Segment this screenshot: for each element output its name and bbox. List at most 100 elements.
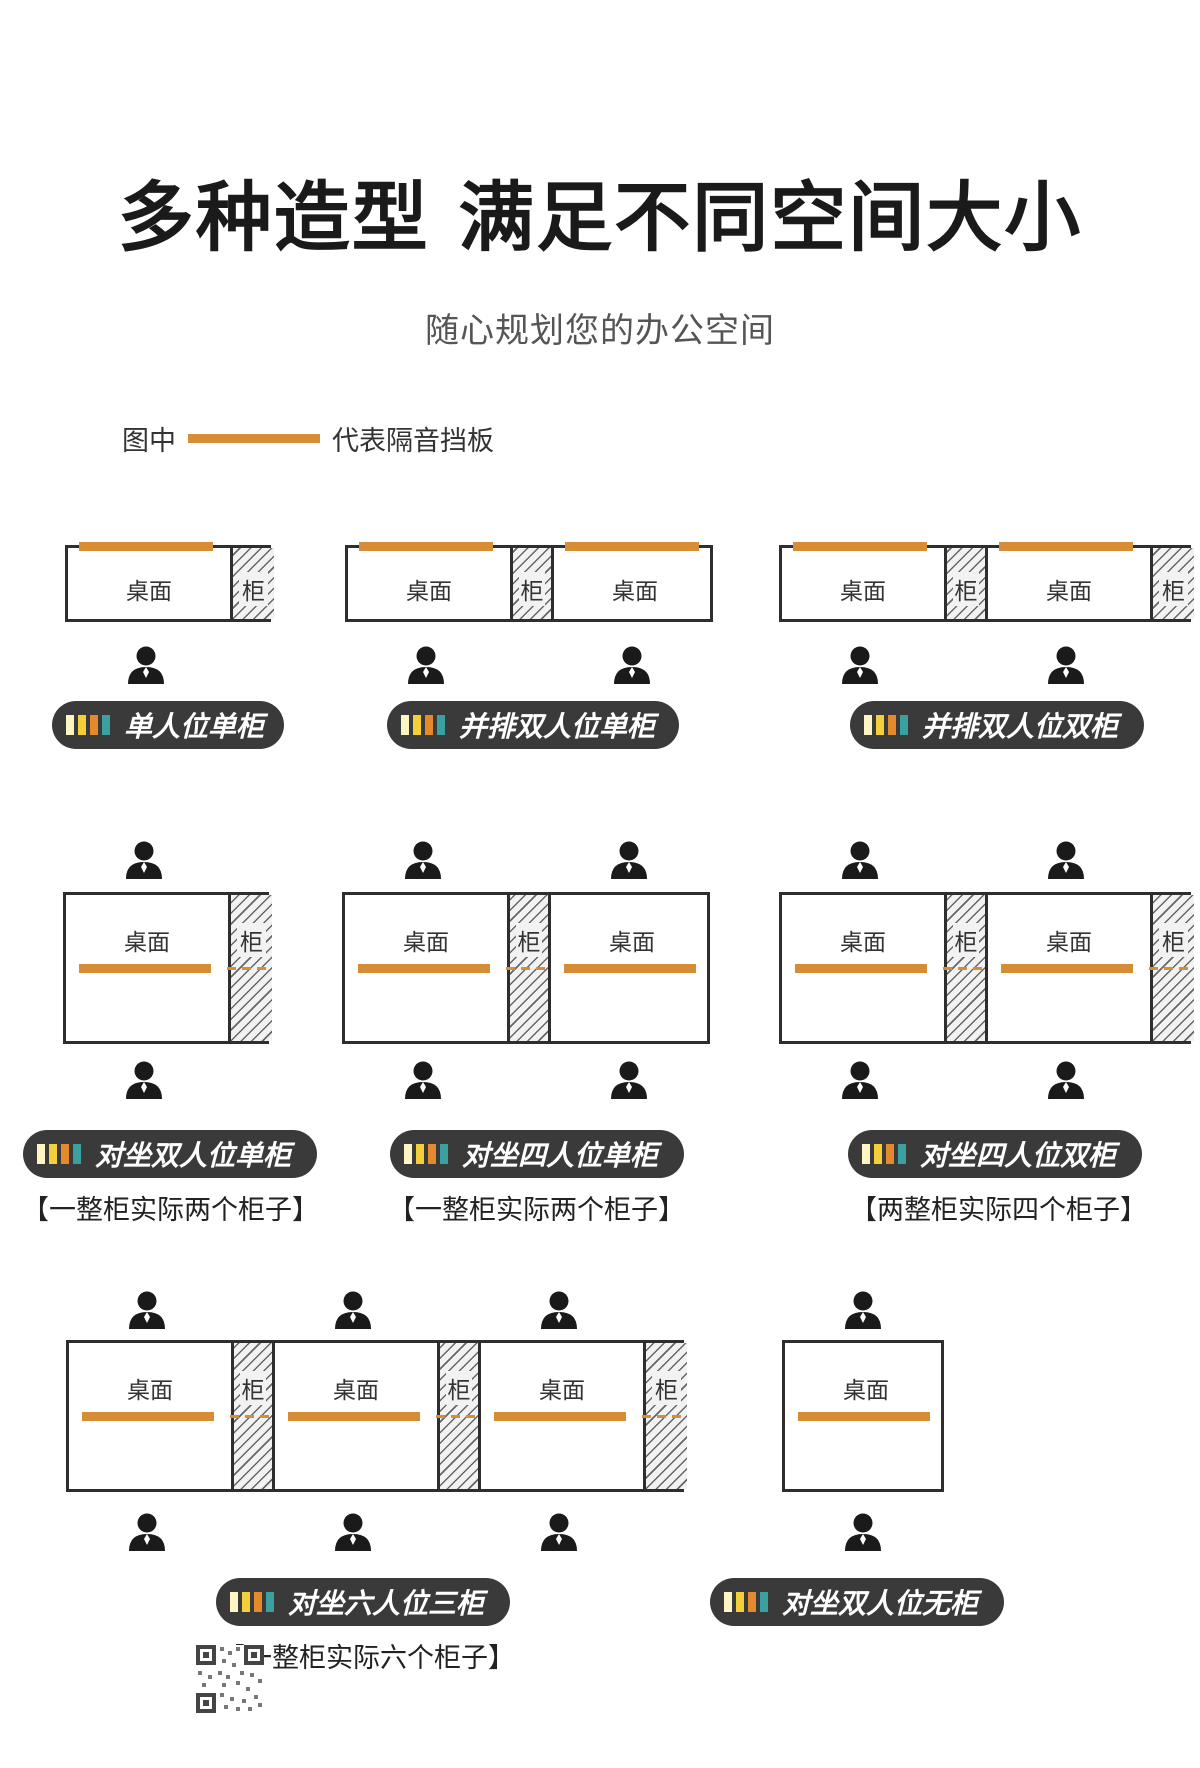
privacy-panel xyxy=(359,542,493,551)
layout-label-pill: 对坐六人位三柜 xyxy=(216,1578,510,1626)
layout-label-pill: 对坐双人位无柜 xyxy=(710,1578,1004,1626)
person-icon xyxy=(842,1290,884,1330)
person-icon xyxy=(608,840,650,880)
desk-label: 桌面 xyxy=(612,579,658,605)
desk-surface: 桌面 xyxy=(345,895,507,1041)
desk-surface: 桌面 xyxy=(785,1343,947,1489)
desk-label: 桌面 xyxy=(127,1378,173,1404)
person-icon xyxy=(1045,645,1087,685)
person-icon xyxy=(608,1060,650,1100)
layout-note: 【一整柜实际两个柜子】 xyxy=(22,1195,319,1226)
desk-label: 桌面 xyxy=(1046,930,1092,956)
desk-surface: 桌面 xyxy=(782,895,944,1041)
desk-label: 桌面 xyxy=(840,579,886,605)
layout-name: 对坐双人位单柜 xyxy=(95,1139,292,1172)
cabinet: 柜 xyxy=(230,548,274,619)
desk-label: 桌面 xyxy=(403,930,449,956)
layout-name: 对坐四人位双柜 xyxy=(920,1139,1117,1172)
panel-dashed-line xyxy=(506,967,548,970)
privacy-panel xyxy=(999,542,1133,551)
desk-label: 桌面 xyxy=(539,1378,585,1404)
person-icon xyxy=(332,1290,374,1330)
cabinet-label: 柜 xyxy=(515,923,543,957)
person-icon xyxy=(538,1290,580,1330)
desk-surface: 桌面 xyxy=(68,548,230,619)
desk-layout-3: 桌面 柜 桌面 柜 xyxy=(779,545,1194,622)
layout-note: 【两整柜实际四个柜子】 xyxy=(850,1195,1147,1226)
privacy-panel xyxy=(795,964,927,973)
desk-label: 桌面 xyxy=(840,930,886,956)
layout-label-pill: 单人位单柜 xyxy=(52,701,284,749)
panel-dashed-line xyxy=(1149,967,1191,970)
layout-label-pill: 对坐双人位单柜 xyxy=(23,1130,317,1178)
person-icon xyxy=(402,1060,444,1100)
cabinet-label: 柜 xyxy=(1159,572,1188,606)
person-icon xyxy=(538,1512,580,1552)
desk-label: 桌面 xyxy=(1046,579,1092,605)
layout-name: 对坐四人位单柜 xyxy=(462,1139,659,1172)
desk-surface: 桌面 xyxy=(782,548,944,619)
layout-label-pill: 对坐四人位双柜 xyxy=(848,1130,1142,1178)
person-icon xyxy=(123,1060,165,1100)
layout-name: 对坐双人位无柜 xyxy=(782,1587,979,1620)
person-icon xyxy=(1045,840,1087,880)
panel-swatch xyxy=(188,433,320,443)
desk-label: 桌面 xyxy=(124,930,170,956)
cabinet-label: 柜 xyxy=(952,572,980,606)
privacy-panel xyxy=(79,964,211,973)
person-icon xyxy=(123,840,165,880)
panel-dashed-line xyxy=(230,1415,272,1418)
desk-layout-2: 桌面柜桌面 xyxy=(345,545,713,622)
layout-note: 【一整柜实际两个柜子】 xyxy=(388,1195,685,1226)
desk-surface: 桌面 xyxy=(988,895,1150,1041)
desk-surface: 桌面 xyxy=(69,1343,231,1489)
desk-surface: 桌面 xyxy=(988,548,1150,619)
color-bars-icon xyxy=(404,1144,448,1164)
panel-dashed-line xyxy=(943,967,985,970)
desk-surface: 桌面 xyxy=(551,895,713,1041)
cabinet-label: 柜 xyxy=(237,923,266,957)
person-icon xyxy=(1045,1060,1087,1100)
desk-layout-6: 桌面 柜 桌面 柜 xyxy=(779,892,1194,1044)
legend-suffix: 代表隔音挡板 xyxy=(332,425,494,457)
cabinet-label: 柜 xyxy=(445,1371,473,1405)
cabinet: 柜 xyxy=(1150,548,1194,619)
person-icon xyxy=(126,1512,168,1552)
person-icon xyxy=(611,645,653,685)
cabinet-label: 柜 xyxy=(652,1371,681,1405)
layout-label-pill: 并排双人位单柜 xyxy=(387,701,679,749)
privacy-panel xyxy=(1001,964,1133,973)
privacy-panel xyxy=(793,542,927,551)
cabinet-label: 柜 xyxy=(1159,923,1188,957)
layout-name: 并排双人位单柜 xyxy=(459,710,656,743)
person-icon xyxy=(842,1512,884,1552)
page-title: 多种造型 满足不同空间大小 xyxy=(117,173,1083,262)
desk-surface: 桌面 xyxy=(275,1343,437,1489)
person-icon xyxy=(126,1290,168,1330)
cabinet: 柜 xyxy=(510,548,554,619)
person-icon xyxy=(332,1512,374,1552)
privacy-panel xyxy=(494,1412,626,1421)
panel-dashed-line xyxy=(436,1415,478,1418)
privacy-panel xyxy=(798,1412,930,1421)
privacy-panel xyxy=(565,542,699,551)
person-icon xyxy=(839,1060,881,1100)
privacy-panel xyxy=(358,964,490,973)
cabinet-label: 柜 xyxy=(518,572,546,606)
layout-label-pill: 并排双人位双柜 xyxy=(850,701,1144,749)
desk-label: 桌面 xyxy=(609,930,655,956)
color-bars-icon xyxy=(230,1592,274,1612)
cabinet-label: 柜 xyxy=(952,923,980,957)
layout-name: 单人位单柜 xyxy=(124,710,265,743)
desk-layout-1: 桌面柜 xyxy=(65,545,274,622)
cabinet-label: 柜 xyxy=(239,572,268,606)
layout-label-pill: 对坐四人位单柜 xyxy=(390,1130,684,1178)
color-bars-icon xyxy=(864,715,908,735)
color-bars-icon xyxy=(401,715,445,735)
layout-name: 并排双人位双柜 xyxy=(922,710,1119,743)
color-bars-icon xyxy=(66,715,110,735)
legend: 图中 代表隔音挡板 xyxy=(122,418,494,458)
privacy-panel xyxy=(82,1412,214,1421)
person-icon xyxy=(125,645,167,685)
cabinet: 柜 xyxy=(944,548,988,619)
